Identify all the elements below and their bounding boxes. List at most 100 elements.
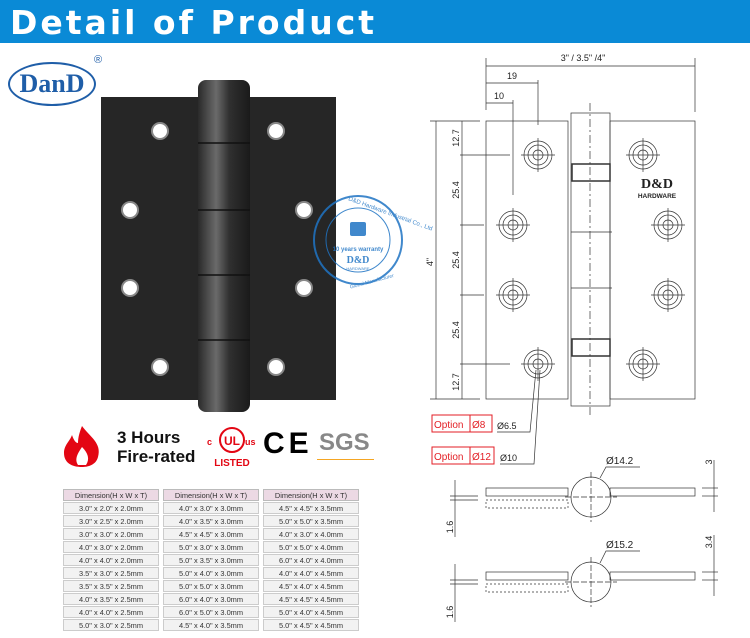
svg-text:10: 10 — [494, 91, 504, 101]
svg-text:D&D: D&D — [347, 255, 370, 266]
table-row: 3.0" x 3.0" x 2.0mm — [63, 528, 159, 540]
table-row: 6.0" x 4.0" x 3.0mm — [163, 593, 259, 605]
table-cell: 5.0" x 3.0" x 2.5mm — [63, 619, 159, 631]
table-header: Dimension(H x W x T) — [163, 489, 259, 501]
table-cell: 5.0" x 4.0" x 3.0mm — [163, 567, 259, 579]
table-cell: 4.5" x 4.0" x 3.5mm — [163, 619, 259, 631]
table-row: 4.5" x 4.5" x 3.0mm — [163, 528, 259, 540]
svg-text:HARDWARE: HARDWARE — [346, 266, 370, 271]
table-cell: 3.0" x 2.0" x 2.0mm — [63, 502, 159, 514]
svg-text:Ø12: Ø12 — [472, 452, 491, 463]
page-title: Detail of Product — [10, 3, 378, 42]
table-row: 3.5" x 3.5" x 2.5mm — [63, 580, 159, 592]
table-row: 5.0" x 5.0" x 4.0mm — [263, 541, 359, 553]
svg-text:c: c — [207, 437, 212, 447]
table-row: 5.0" x 5.0" x 3.5mm — [263, 515, 359, 527]
svg-text:10 years warranty: 10 years warranty — [333, 247, 384, 253]
drawing-left-leaf — [485, 120, 569, 400]
table-cell: 4.0" x 3.0" x 4.0mm — [263, 528, 359, 540]
countersunk-hole — [496, 208, 530, 242]
svg-text:Ø14.2: Ø14.2 — [606, 456, 634, 467]
countersunk-hole — [521, 138, 555, 172]
hinge-left-leaf — [101, 97, 199, 400]
table-cell: 4.5" x 4.0" x 4.5mm — [263, 580, 359, 592]
table-cell: 4.5" x 4.5" x 4.5mm — [263, 593, 359, 605]
table-row: 5.0" x 4.5" x 4.5mm — [263, 619, 359, 631]
sgs-mark: SGS — [317, 429, 374, 460]
table-row: 5.0" x 4.0" x 3.0mm — [163, 567, 259, 579]
table-cell: 5.0" x 5.0" x 3.0mm — [163, 580, 259, 592]
svg-text:12.7: 12.7 — [451, 129, 461, 147]
countersunk-hole — [651, 278, 685, 312]
table-header: Dimension(H x W x T) — [263, 489, 359, 501]
option-12 — [431, 446, 495, 465]
countersunk-hole — [626, 138, 660, 172]
svg-text:25.4: 25.4 — [451, 321, 461, 339]
drawing-brand: D&D — [641, 177, 673, 192]
svg-text:Ø6.5: Ø6.5 — [497, 421, 517, 431]
table-cell: 3.0" x 2.5" x 2.0mm — [63, 515, 159, 527]
table-cell: 4.0" x 4.0" x 4.5mm — [263, 567, 359, 579]
svg-text:Ø10: Ø10 — [500, 453, 517, 463]
svg-text:4": 4" — [425, 258, 435, 266]
table-cell: 3.5" x 3.5" x 2.5mm — [63, 580, 159, 592]
svg-text:3" / 3.5" /4": 3" / 3.5" /4" — [561, 53, 606, 63]
brand-logo: DanD — [8, 62, 96, 106]
table-row: 5.0" x 5.0" x 3.0mm — [163, 580, 259, 592]
table-cell: 4.5" x 4.5" x 3.0mm — [163, 528, 259, 540]
table-row: 5.0" x 4.0" x 4.5mm — [263, 606, 359, 618]
table-cell: 5.0" x 5.0" x 3.5mm — [263, 515, 359, 527]
table-cell: 5.0" x 3.0" x 3.0mm — [163, 541, 259, 553]
table-cell: 5.0" x 4.5" x 4.5mm — [263, 619, 359, 631]
table-row: 4.5" x 4.0" x 3.5mm — [163, 619, 259, 631]
table-row: 4.0" x 3.5" x 3.0mm — [163, 515, 259, 527]
hinge-knuckle — [198, 80, 250, 412]
svg-text:UL: UL — [224, 434, 240, 448]
svg-text:us: us — [245, 437, 256, 447]
table-row: 4.5" x 4.0" x 4.5mm — [263, 580, 359, 592]
svg-text:1.6: 1.6 — [445, 521, 455, 534]
table-row: 4.0" x 3.0" x 4.0mm — [263, 528, 359, 540]
table-row: 4.0" x 3.5" x 2.5mm — [63, 593, 159, 605]
svg-text:Option: Option — [434, 452, 463, 463]
table-cell: 5.0" x 5.0" x 4.0mm — [263, 541, 359, 553]
countersunk-hole — [626, 347, 660, 381]
drawing-right-leaf — [609, 120, 696, 400]
table-cell: 4.0" x 3.0" x 2.0mm — [63, 541, 159, 553]
table-row: 4.0" x 3.0" x 2.0mm — [63, 541, 159, 553]
table-row: 4.0" x 3.0" x 3.0mm — [163, 502, 259, 514]
table-cell: 4.0" x 3.0" x 3.0mm — [163, 502, 259, 514]
svg-text:25.4: 25.4 — [451, 181, 461, 199]
table-row: 4.0" x 4.0" x 2.5mm — [63, 606, 159, 618]
knuckle-sections — [450, 460, 718, 622]
table-row: 4.0" x 4.0" x 2.0mm — [63, 554, 159, 566]
ce-mark: CE — [263, 427, 313, 460]
svg-text:19: 19 — [507, 71, 517, 81]
svg-text:HARDWARE: HARDWARE — [638, 193, 677, 200]
table-cell: 3.5" x 3.0" x 2.5mm — [63, 567, 159, 579]
table-row: 4.5" x 4.5" x 3.5mm — [263, 502, 359, 514]
table-row: 3.0" x 2.0" x 2.0mm — [63, 502, 159, 514]
certifications: 3 Hours Fire-rated c UL us LISTED CE SGS — [60, 425, 374, 473]
table-cell: 4.0" x 3.5" x 3.0mm — [163, 515, 259, 527]
table-row: 3.5" x 3.0" x 2.5mm — [63, 567, 159, 579]
section-1 — [450, 460, 718, 537]
svg-text:Option: Option — [434, 420, 463, 431]
countersunk-hole — [496, 278, 530, 312]
countersunk-hole — [521, 347, 555, 381]
table-row: 6.0" x 4.0" x 4.0mm — [263, 554, 359, 566]
table-header: Dimension(H x W x T) — [63, 489, 159, 501]
table-row: 5.0" x 3.0" x 3.0mm — [163, 541, 259, 553]
table-row: 4.5" x 4.5" x 4.5mm — [263, 593, 359, 605]
table-row: 6.0" x 5.0" x 3.0mm — [163, 606, 259, 618]
table-row: 3.0" x 2.5" x 2.0mm — [63, 515, 159, 527]
table-cell: 4.0" x 3.5" x 2.5mm — [63, 593, 159, 605]
table-row: 5.0" x 3.5" x 3.0mm — [163, 554, 259, 566]
table-cell: 5.0" x 3.5" x 3.0mm — [163, 554, 259, 566]
table-cell: 4.5" x 4.5" x 3.5mm — [263, 502, 359, 514]
table-cell: 6.0" x 5.0" x 3.0mm — [163, 606, 259, 618]
